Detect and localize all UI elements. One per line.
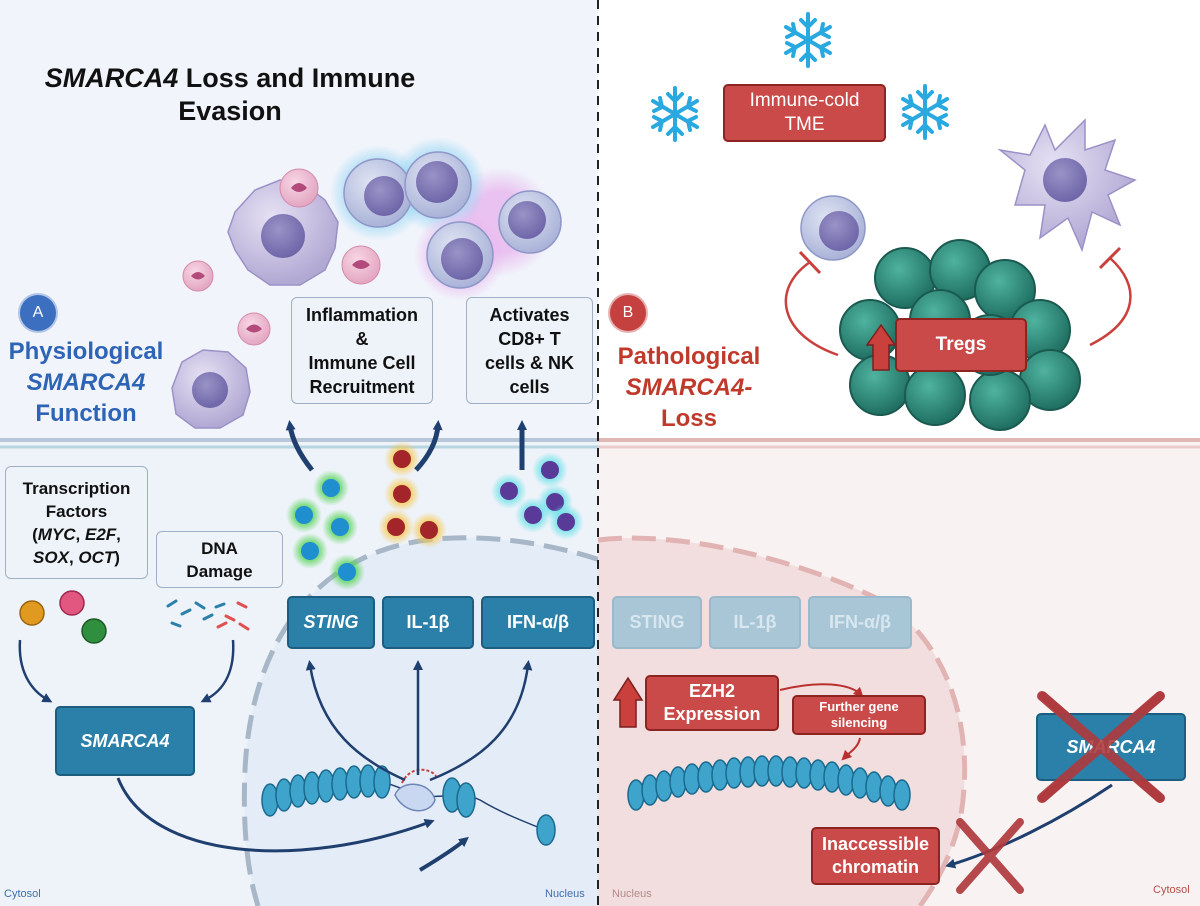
- activates-line: CD8+ T: [498, 328, 561, 349]
- tf-line2: Factors: [45, 501, 108, 521]
- tf-line1: Transcription: [22, 478, 131, 498]
- immune-cold-line: Immune-cold: [749, 90, 860, 111]
- transcription-factor-spheres: [19, 590, 107, 644]
- dna-damage-fragments: [166, 599, 250, 631]
- panel-b-heading-line2: SMARCA4-: [625, 374, 753, 401]
- panel-a-badge: A: [18, 293, 58, 333]
- il1b-molecules: [378, 441, 447, 548]
- arrow-silencing-to-chromatin: [841, 737, 861, 761]
- panel-b-heading: Pathological SMARCA4- Loss: [604, 341, 774, 434]
- up-arrow-icon: [612, 676, 644, 728]
- snowflake-icon: [901, 84, 949, 140]
- nucleus-label-b: Nucleus: [612, 888, 652, 900]
- inflammation-line: Inflammation: [305, 304, 418, 325]
- immune-cells-a: [171, 137, 562, 429]
- inflammation-line: &: [355, 328, 369, 349]
- panel-b-heading-line3: Loss: [660, 405, 717, 432]
- sting-molecules: [286, 470, 365, 590]
- arrow-il1b-up: [414, 420, 443, 472]
- panel-b-badge: B: [608, 293, 648, 333]
- panel-a-heading: Physiological SMARCA4 Function: [2, 336, 170, 429]
- inhibit-arc-left: [784, 260, 839, 357]
- smarca4-box: SMARCA4: [55, 706, 195, 776]
- tf-myc: MYC: [37, 524, 76, 544]
- il1b-box: IL-1β: [382, 596, 474, 649]
- ezh2-line: EZH2: [688, 681, 735, 701]
- chromatin-b: [627, 755, 911, 811]
- snowflake-icon: [784, 12, 832, 68]
- arrow-ezh2-to-silencing: [779, 683, 864, 698]
- ezh2-expression-box: EZH2 Expression: [645, 675, 779, 731]
- red-x-icon: [956, 818, 1024, 894]
- further-silencing-line: silencing: [830, 715, 888, 730]
- chromatin-a: [261, 764, 556, 846]
- tf-line4: SOX, OCT): [33, 547, 120, 567]
- inaccessible-line: chromatin: [831, 857, 919, 877]
- panel-a-heading-line1: Physiological: [8, 338, 164, 365]
- ifn-box: IFN-α/β: [481, 596, 595, 649]
- dna-damage-line: DNA: [201, 538, 238, 558]
- further-silencing-line: Further gene: [819, 699, 899, 714]
- nucleus-label-a: Nucleus: [545, 888, 585, 900]
- tf-line3: (MYC, E2F,: [32, 524, 121, 544]
- smarca4-lost-box: SMARCA4: [1036, 713, 1186, 781]
- title-line2: Evasion: [178, 96, 282, 126]
- panel-a-heading-line3: Function: [35, 400, 137, 427]
- ifn-molecules: [491, 452, 584, 540]
- arrow-dna-to-smarca4: [200, 639, 235, 703]
- page-title: SMARCA4 Loss and Immune Evasion: [20, 62, 440, 128]
- dna-damage-line: Damage: [186, 561, 253, 581]
- sting-box: STING: [287, 596, 375, 649]
- inaccessible-line: Inaccessible: [821, 834, 930, 854]
- transcription-factors-box: Transcription Factors (MYC, E2F, SOX, OC…: [5, 466, 148, 579]
- further-silencing-box: Further gene silencing: [792, 695, 926, 735]
- title-line1-rest: Loss and Immune: [178, 63, 416, 93]
- inflammation-box: Inflammation & Immune Cell Recruitment: [291, 297, 433, 404]
- nucleus-b-envelope: [597, 535, 968, 906]
- inhibit-arc-right: [1089, 257, 1132, 347]
- title-gene: SMARCA4: [44, 63, 179, 93]
- immune-cold-line: TME: [784, 114, 825, 135]
- panel-b-heading-line1: Pathological: [617, 343, 761, 370]
- tf-oct: OCT: [78, 547, 115, 567]
- arrow-chromatin-to-ifn: [429, 660, 533, 782]
- inflammation-line: Immune Cell: [308, 352, 416, 373]
- blocked-arrow: [945, 783, 1113, 869]
- immune-cold-box: Immune-cold TME: [723, 84, 886, 142]
- inaccessible-chromatin-box: Inaccessible chromatin: [811, 827, 940, 885]
- arrow-sting-up: [285, 420, 314, 472]
- panel-a-heading-line2: SMARCA4: [26, 369, 146, 396]
- dna-damage-box: DNA Damage: [156, 531, 283, 588]
- red-x-icon: [1037, 691, 1165, 803]
- sting-faded-box: STING: [612, 596, 702, 649]
- il1b-faded-box: IL-1β: [709, 596, 801, 649]
- activates-line: Activates: [489, 304, 570, 325]
- tf-sox: SOX: [33, 547, 69, 567]
- up-arrow-icon: [865, 323, 897, 371]
- arrow-tf-to-smarca4: [18, 639, 53, 703]
- snowflake-icon: [651, 86, 699, 142]
- arrow-chromatin-to-sting: [305, 660, 406, 782]
- activates-line: cells: [509, 376, 550, 397]
- immune-cells-b: [800, 118, 1137, 261]
- cytosol-label-b: Cytosol: [1153, 884, 1190, 896]
- tf-e2f: E2F: [84, 524, 117, 544]
- ezh2-line: Expression: [663, 704, 761, 724]
- activates-box: Activates CD8+ T cells & NK cells: [466, 297, 593, 404]
- activates-line: cells & NK: [484, 352, 575, 373]
- inflammation-line: Recruitment: [309, 376, 415, 397]
- cytosol-label-a: Cytosol: [4, 888, 41, 900]
- ifn-faded-box: IFN-α/β: [808, 596, 912, 649]
- arrow-smarca4-to-chromatin: [116, 777, 435, 853]
- tregs-box: Tregs: [895, 318, 1027, 372]
